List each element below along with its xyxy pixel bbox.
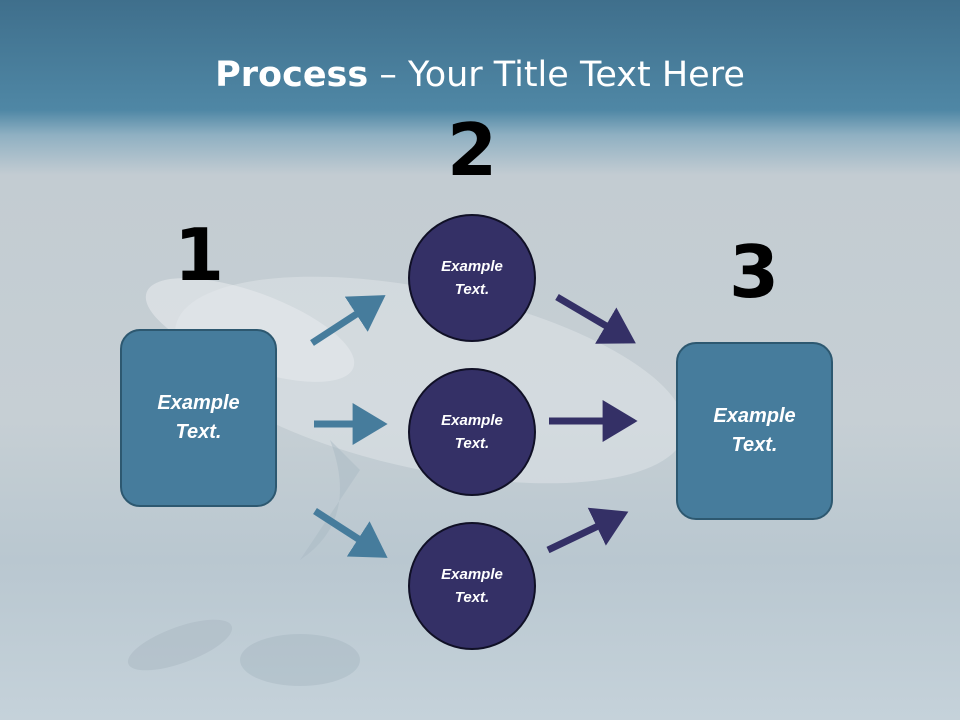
title-bold: Process	[215, 55, 369, 95]
arrow-1-to-2-bottom	[313, 508, 388, 558]
step-2-number: 2	[446, 108, 498, 192]
step-2-item-1: Example Text.	[441, 258, 503, 298]
step-3-box: Example Text.	[676, 342, 833, 520]
arrow-2-bottom-to-3	[546, 507, 629, 554]
step-3-number: 3	[728, 230, 780, 314]
arrow-1-to-2-top	[310, 295, 386, 346]
title-rest: – Your Title Text Here	[368, 55, 745, 95]
arrow-2-top-to-3	[555, 293, 636, 344]
step-2-item-2: Example Text.	[441, 412, 503, 452]
step-2-circle-middle: Example Text.	[408, 368, 536, 496]
step-2-circle-top: Example Text.	[408, 214, 536, 342]
step-2-circle-bottom: Example Text.	[408, 522, 536, 650]
step-1-box: Example Text.	[120, 329, 277, 507]
slide-title: Process – Your Title Text Here	[0, 54, 960, 96]
step-1-label: Example Text.	[157, 392, 240, 443]
step-1-number: 1	[173, 213, 225, 297]
step-3-label: Example Text.	[713, 405, 796, 456]
step-2-item-3: Example Text.	[441, 566, 503, 606]
